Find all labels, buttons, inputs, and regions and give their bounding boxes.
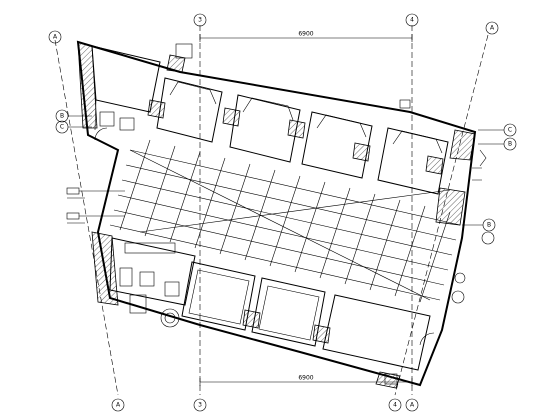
top-dimension-line: 6900: [199, 31, 413, 42]
axis-marker: A: [485, 21, 499, 35]
building-outline: [76, 40, 477, 387]
svg-text:3: 3: [198, 402, 202, 409]
axis-marker: C: [478, 123, 517, 137]
axis-marker: A: [111, 398, 125, 412]
top-left-room: [91, 45, 161, 141]
svg-text:4: 4: [410, 17, 414, 24]
lower-rooms: [181, 261, 435, 371]
bottom-dimension-text: 6900: [298, 375, 313, 382]
axis-marker: B: [55, 109, 92, 123]
svg-text:B: B: [60, 113, 64, 120]
svg-text:4: 4: [393, 402, 397, 409]
axis-markers: A 3 4 A C B C B: [48, 13, 517, 412]
axis-marker: 4: [405, 13, 419, 27]
svg-text:A: A: [53, 34, 58, 41]
svg-text:C: C: [60, 124, 64, 131]
axis-lines: [54, 25, 489, 396]
floor-tile-grid: [109, 139, 461, 303]
top-dimension-text: 6900: [298, 31, 313, 38]
axis-marker: A: [48, 30, 62, 44]
axis-marker: 3: [193, 398, 207, 412]
svg-text:A: A: [490, 25, 495, 32]
axis-marker: B: [462, 218, 496, 245]
axis-marker: 4: [388, 398, 402, 412]
fixtures: [175, 43, 487, 385]
axis-marker: C: [55, 120, 92, 134]
left-annotations: [66, 187, 125, 224]
svg-text:C: C: [508, 127, 512, 134]
svg-text:B: B: [487, 222, 491, 229]
svg-text:3: 3: [198, 17, 202, 24]
wall-hatches: [77, 41, 476, 389]
svg-text:A: A: [410, 402, 415, 409]
lower-left-service: [109, 237, 196, 328]
axis-marker: A: [405, 398, 419, 412]
svg-text:A: A: [116, 402, 121, 409]
upper-rooms: [156, 77, 449, 195]
axis-marker: B: [478, 137, 517, 151]
svg-text:B: B: [508, 141, 512, 148]
axis-marker: 3: [193, 13, 207, 27]
